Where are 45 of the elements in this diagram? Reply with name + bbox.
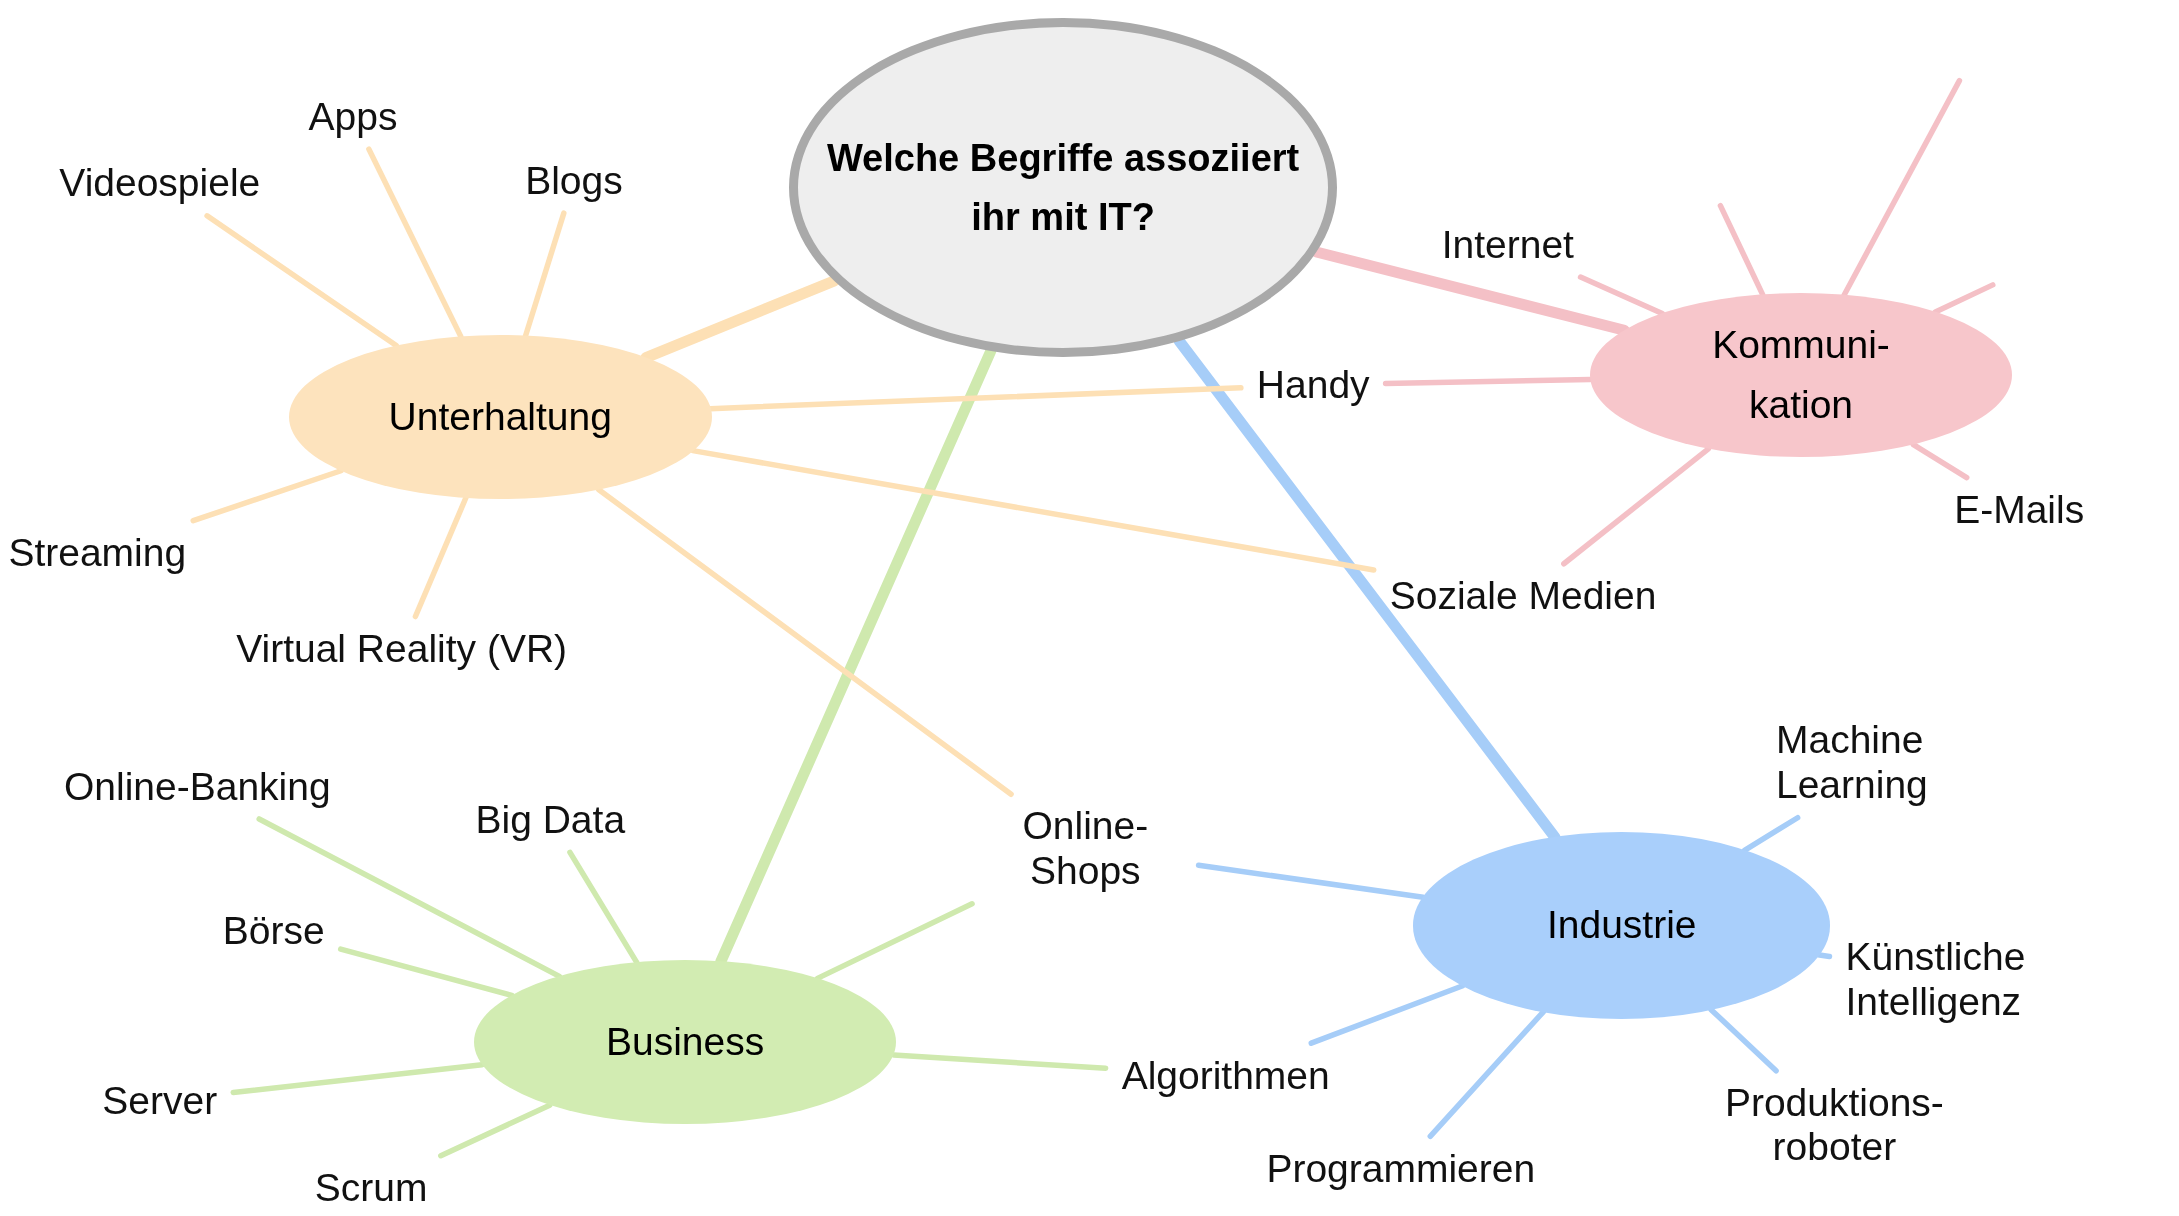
term-label: Soziale Medien [1389,573,1657,619]
connector-line [256,816,563,980]
connector-line [1382,376,1593,387]
term-label: Videospiele [59,161,261,206]
term-label: Streaming [8,530,187,576]
term-label: Server [102,1078,218,1124]
term-label: Produktions- roboter [1695,1080,1974,1171]
term-label: Big Data [475,797,626,843]
question-text: Welche Begriffe assoziiert ihr mit IT? [825,135,1301,240]
term-label: Virtual Reality (VR) [236,626,568,672]
connector-line [1741,815,1801,854]
term-label: E-Mails [1954,487,2085,533]
topic-label: Kommuni- kation [1711,321,1891,429]
connector-line [595,486,1014,797]
term-label: Börse [222,908,325,954]
term-label: Machine Learning [1776,718,1999,808]
term-label: Algorithmen [1121,1053,1330,1098]
connector-line [690,447,1377,573]
connector-line [1932,282,1996,315]
topic-label: Industrie [1546,902,1697,949]
term-label: Handy [1256,362,1370,408]
topic-label: Unterhaltung [388,393,612,440]
connector-line [1561,446,1712,567]
connector-line [1910,441,1970,481]
connector-line [890,1052,1109,1071]
term-label: Blogs [525,158,623,204]
term-label: Online-Banking [64,764,331,809]
term-label: Apps [308,94,398,140]
topic-label: Business [605,1019,765,1065]
connector-line [337,946,515,999]
connector-line [1427,1009,1547,1140]
connector-line [190,468,344,524]
connector-line [438,1102,553,1159]
connector-line [230,1062,485,1096]
connector-line [814,901,975,982]
term-label: Internet [1441,222,1574,267]
connector-line [1308,983,1466,1046]
term-label: Programmieren [1266,1146,1536,1192]
connector-line [1195,862,1426,900]
connector-line [1577,274,1665,317]
term-label: Online- Shops [988,804,1183,894]
term-label: Künstliche Intelligenz [1845,934,2124,1025]
term-label: Scrum [314,1165,428,1211]
connector-line [1816,952,1833,960]
connector-line [204,213,399,349]
